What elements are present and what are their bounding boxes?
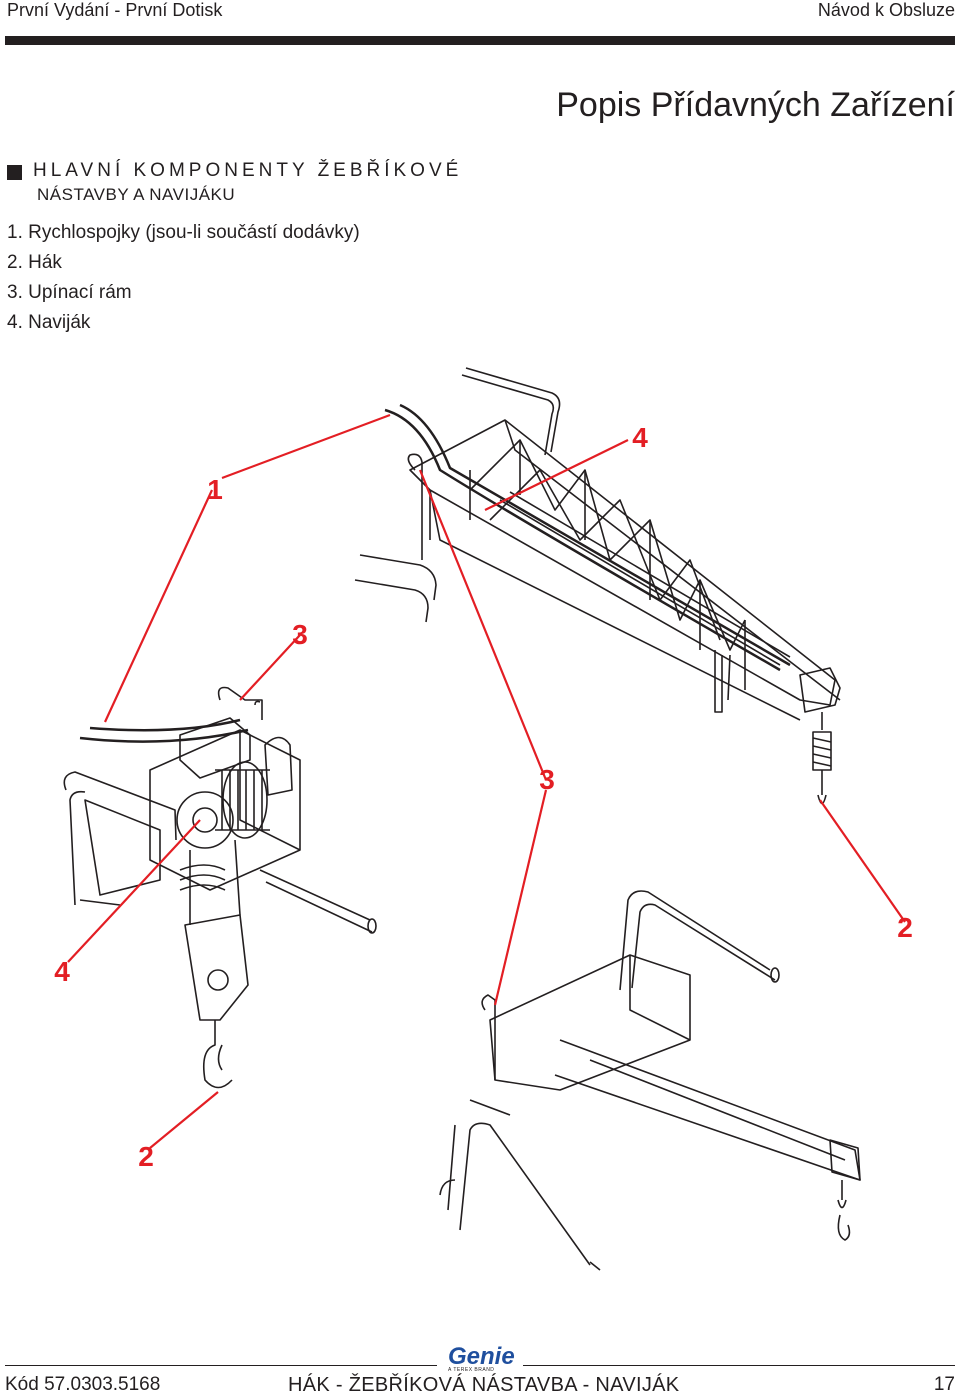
list-item: 1. Rychlospojky (jsou-li součástí dodávk… (7, 222, 360, 243)
leader-line (418, 469, 548, 781)
leader-line (149, 1091, 219, 1149)
winch-drawing (63, 686, 377, 1089)
callout-label: 3 (292, 619, 308, 650)
genie-logo: Genie A TEREX BRAND (440, 1343, 520, 1375)
list-item: 4. Naviják (7, 312, 91, 333)
callout-label: 2 (138, 1141, 154, 1172)
clamp-frame-drawing (439, 890, 861, 1271)
section-heading-line2: NÁSTAVBY A NAVIJÁKU (37, 185, 236, 204)
callout-label: 2 (897, 912, 913, 943)
callout-label: 4 (54, 956, 70, 987)
leader-line (493, 789, 548, 1006)
leader-line (104, 489, 213, 723)
header-rule (5, 36, 955, 45)
footer-rule-right (523, 1365, 955, 1366)
callout-label: 3 (539, 764, 555, 795)
callout-numbers: 1 2 3 4 3 2 4 (54, 422, 913, 1172)
section-heading-line1: HLAVNÍ KOMPONENTY ŽEBŘÍKOVÉ (33, 160, 463, 181)
list-item: 2. Hák (7, 252, 62, 273)
callout-label: 4 (632, 422, 648, 453)
footer-code: Kód 57.0303.5168 (5, 1374, 161, 1395)
leader-line (221, 413, 391, 480)
header-right: Návod k Obsluze (817, 0, 955, 20)
callout-leaders (67, 413, 906, 1149)
ladder-rack-winch-drawing (354, 367, 841, 805)
footer-title: HÁK - ŽEBŘÍKOVÁ NÁSTAVBA - NAVIJÁK (288, 1374, 680, 1396)
leader-line (819, 799, 906, 923)
logo-tagline: A TEREX BRAND (448, 1367, 495, 1373)
list-item: 3. Upínací rám (7, 282, 132, 303)
header-left: První Vydání - První Dotisk (7, 0, 223, 20)
leader-line (484, 439, 629, 511)
footer-rule-left (5, 1365, 437, 1366)
page-title: Popis Přídavných Zařízení (556, 86, 955, 124)
leader-line (67, 819, 201, 963)
leader-line (239, 634, 301, 701)
page-number: 17 (933, 1374, 955, 1395)
callout-label: 1 (207, 474, 223, 505)
logo-word: Genie (448, 1343, 515, 1370)
heading-bullet-icon (7, 165, 22, 180)
